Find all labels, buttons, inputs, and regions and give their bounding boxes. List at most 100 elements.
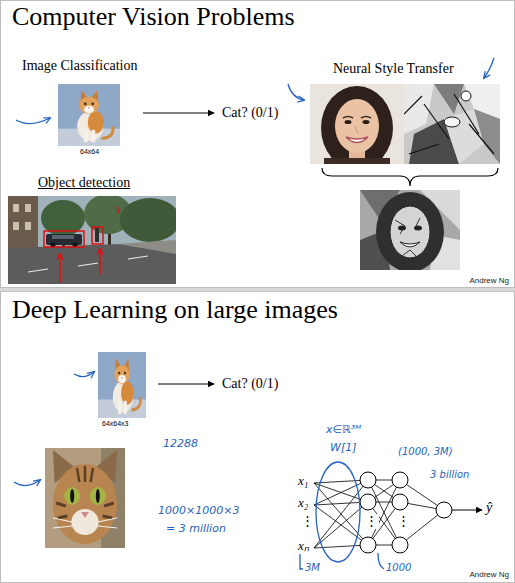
street-photo	[8, 194, 180, 284]
cat-face-photo	[45, 448, 125, 548]
slide-ground	[1, 292, 515, 583]
pen-arrow	[288, 84, 304, 100]
input-label: x₂	[298, 496, 308, 511]
styled-result	[400, 242, 420, 247]
network-wires	[368, 480, 400, 545]
street-photo	[13, 222, 19, 230]
face-photo	[363, 120, 370, 124]
guernica-painting	[474, 109, 500, 164]
input-label: xₙ	[298, 539, 309, 554]
slide-title: Deep Learning on large images	[12, 295, 338, 325]
task-label: Object detection	[38, 175, 130, 191]
guernica-painting	[404, 84, 500, 164]
face-photo	[343, 117, 371, 119]
cat-face-photo	[45, 448, 125, 548]
street-photo	[120, 198, 180, 242]
pen-mark	[378, 553, 384, 569]
ellipsis-mark: ⋮	[396, 514, 411, 529]
cat-photo	[98, 352, 146, 418]
styled-result	[395, 218, 420, 258]
neuron	[392, 537, 408, 553]
neuron	[392, 472, 408, 488]
cat-photo	[58, 84, 120, 146]
guernica-painting	[404, 94, 494, 154]
face-photo	[335, 99, 379, 153]
pen-note: W[1]	[330, 442, 356, 455]
face-photo	[324, 158, 390, 164]
street-photo	[8, 196, 38, 256]
cat-photo	[58, 84, 120, 146]
output-label: Cat? (0/1)	[222, 376, 278, 392]
pen-mark	[316, 462, 360, 562]
neuron	[360, 472, 376, 488]
street-photo	[28, 256, 148, 272]
street-photo	[95, 231, 99, 242]
brace	[322, 168, 498, 186]
styled-result	[390, 206, 430, 258]
pen-note: 3 billion	[430, 469, 469, 481]
street-photo	[59, 254, 61, 282]
styled-result	[376, 192, 444, 272]
street-photo	[117, 206, 119, 213]
street-photo	[25, 204, 31, 212]
styled-result	[414, 226, 422, 231]
pen-arrow	[74, 372, 94, 377]
author-credit: Andrew Ng	[469, 570, 509, 579]
neuron	[360, 537, 376, 553]
guernica-painting	[434, 84, 464, 114]
task-label: Neural Style Transfer	[333, 61, 454, 77]
pen-mark	[300, 462, 384, 569]
pen-mark	[300, 554, 303, 569]
street-photo	[44, 231, 84, 247]
slide-panel: Deep Learning on large imagesAndrew Ng	[0, 291, 515, 583]
street-photo	[13, 204, 19, 212]
flow-arrow	[158, 384, 214, 385]
pen-note: 1000×1000×3	[158, 505, 239, 518]
size-caption: 64x64x3	[102, 420, 128, 428]
street-photo	[99, 249, 101, 274]
street-photo	[25, 222, 31, 230]
input-label: x₁	[298, 474, 308, 489]
slide-ground	[1, 1, 515, 288]
output-arrow	[452, 510, 482, 511]
pen-note: x∈ℝ³ᴹ	[326, 424, 361, 437]
neuron	[360, 472, 452, 553]
guernica-painting	[444, 117, 460, 127]
flow-arrow	[143, 113, 214, 114]
neuron	[392, 494, 408, 510]
guernica-painting	[461, 91, 471, 101]
network-wires	[368, 480, 400, 545]
pen-note: 1000	[386, 562, 411, 574]
cat-photo	[98, 352, 146, 418]
ellipsis-mark: ⋮	[364, 514, 379, 529]
face-photo	[310, 84, 404, 170]
guernica-painting	[404, 84, 500, 164]
face-photo	[321, 86, 393, 170]
ellipsis-mark: ⋮	[301, 514, 314, 529]
task-label: Image Classification	[22, 58, 137, 74]
pen-arrow	[16, 118, 50, 124]
face-photo	[345, 120, 352, 124]
street-photo	[118, 240, 176, 254]
network-wires	[314, 480, 444, 548]
pen-note: (1000, 3M)	[398, 446, 453, 458]
pen-arrow	[14, 480, 40, 486]
pen-note: 3M	[305, 562, 320, 574]
street-photo	[92, 227, 103, 244]
face-photo	[346, 137, 368, 143]
pen-note: = 3 million	[166, 523, 226, 536]
street-photo	[52, 235, 74, 239]
slide-title: Computer Vision Problems	[12, 2, 295, 32]
face-photo	[355, 126, 359, 132]
styled-result	[360, 190, 460, 272]
neuron	[360, 494, 376, 510]
output-label: ŷ	[486, 500, 492, 516]
author-credit: Andrew Ng	[469, 276, 509, 285]
output-label: Cat? (0/1)	[222, 105, 278, 121]
network-wires	[368, 480, 400, 545]
styled-result	[398, 226, 406, 231]
pen-note: 12288	[163, 438, 198, 451]
pen-arrow	[484, 58, 494, 78]
